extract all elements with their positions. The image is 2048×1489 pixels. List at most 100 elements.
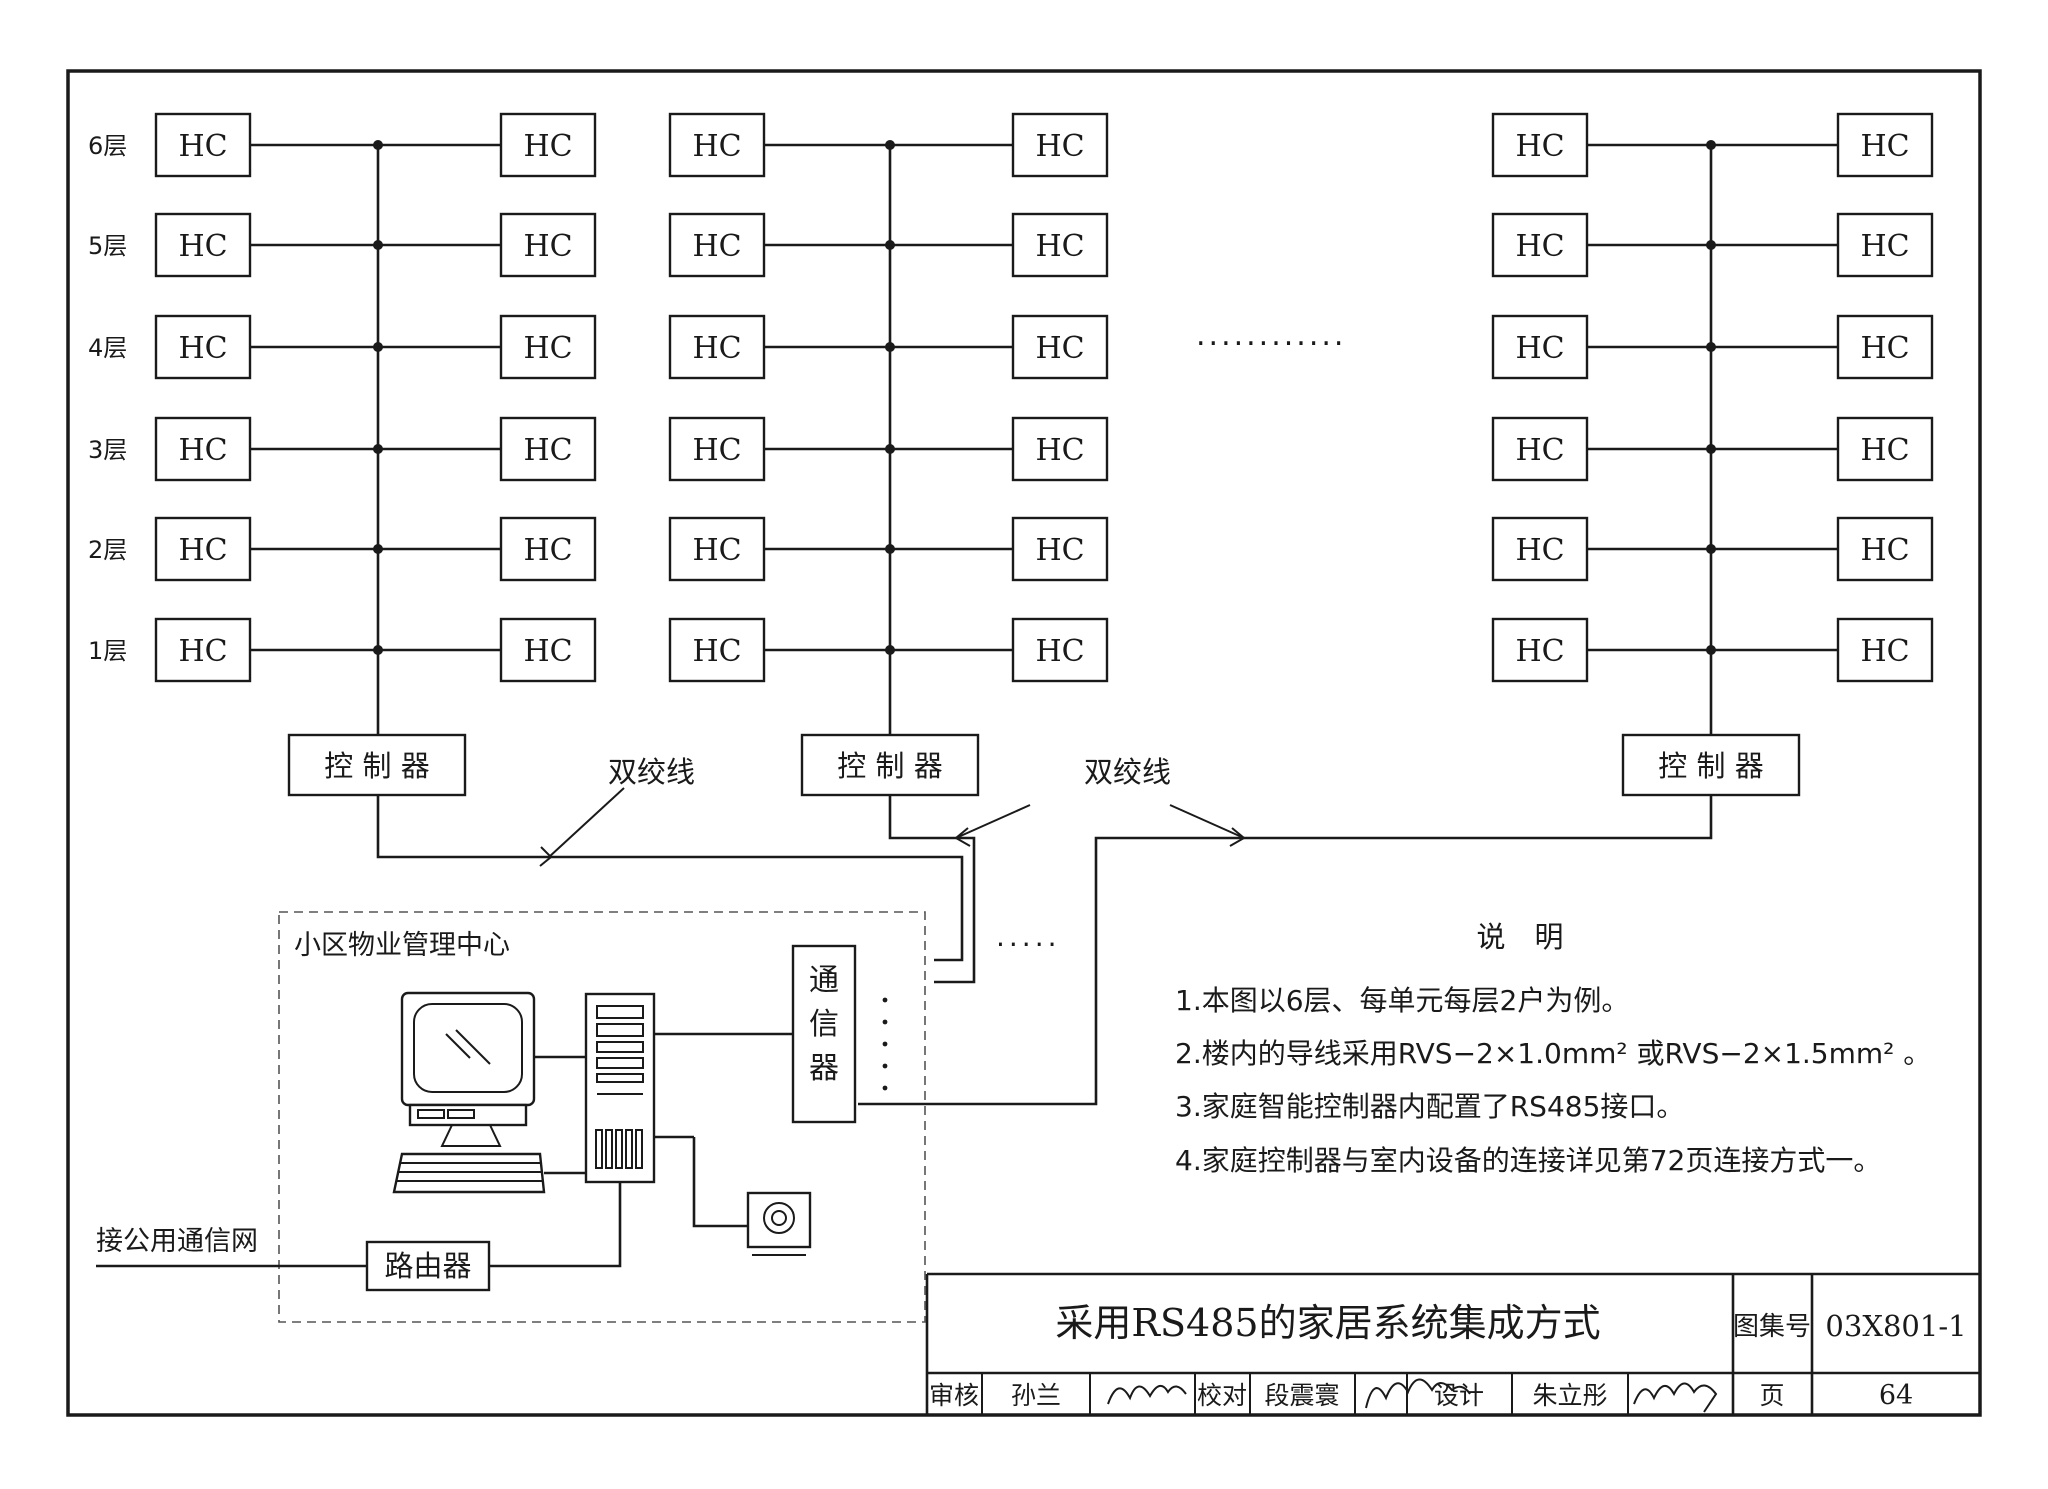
home-controller-label: HC [1515,634,1564,669]
units-ellipsis: ............ [1196,318,1346,353]
home-controller-label: HC [1035,331,1084,366]
home-controller-label: HC [178,533,227,568]
more-units-ellipsis: ..... [996,920,1061,953]
controller-box [1621,733,1801,797]
home-controller-label: HC [523,533,572,568]
floor-label: 2层 [88,536,127,564]
home-controller-box [154,416,252,482]
home-controller-box [1011,212,1109,278]
home-controller-label: HC [1515,533,1564,568]
notes: 说 明 1.本图以6层、每单元每层2户为例。 2.楼内的导线采用RVS−2×1.… [1175,920,1931,1177]
floor-label: 4层 [88,334,127,362]
home-controller-box [1491,314,1589,380]
home-controller-label: HC [1515,129,1564,164]
controller-label: 控 制 器 [1658,749,1763,783]
junction-dot [373,544,383,554]
home-controller-label: HC [178,129,227,164]
home-controller-box [668,314,766,380]
home-controller-box [154,617,252,683]
home-controller-label: HC [1860,331,1909,366]
home-controller-box [154,112,252,178]
title-block: 采用RS485的家居系统集成方式 图集号 03X801-1 审核 孙兰 校对 段… [925,1272,1980,1415]
controller-box [800,733,980,797]
home-controller-box [1011,112,1109,178]
drawing-title: 采用RS485的家居系统集成方式 [1055,1301,1600,1345]
home-controller-label: HC [1515,433,1564,468]
home-controller-label: HC [523,634,572,669]
checker-signature [1365,1378,1471,1409]
home-controller-label: HC [523,433,572,468]
home-controller-label: HC [523,129,572,164]
twisted-pair-arrow-2 [954,827,971,847]
controller-label: 控 制 器 [837,749,942,783]
twisted-pair-label-1: 双绞线 [608,755,695,789]
home-controller-box [499,416,597,482]
home-controller-box [668,617,766,683]
home-controller-box [1491,112,1589,178]
notes-heading: 说 明 [1476,920,1563,954]
communicator-port-dots [882,997,888,1091]
note-4: 4.家庭控制器与室内设备的连接详见第72页连接方式一。 [1175,1144,1881,1177]
computer-tower-icon [584,992,656,1184]
atlas-no: 03X801-1 [1825,1309,1966,1343]
twisted-pair-leader-3 [1169,804,1245,839]
review-label: 审核 [929,1381,979,1410]
twisted-pair-arrow-1 [539,846,553,867]
home-controller-box [1836,617,1934,683]
home-controller-label: HC [1035,634,1084,669]
junction-dot [1706,240,1716,250]
home-controller-box [668,516,766,582]
home-controller-label: HC [1860,634,1909,669]
home-controller-label: HC [692,129,741,164]
home-controller-label: HC [1515,229,1564,264]
junction-dot [1706,544,1716,554]
junction-dot [885,342,895,352]
junction-dot [1706,342,1716,352]
atlas-no-label: 图集号 [1733,1312,1811,1342]
wire-tower-router [489,1182,622,1268]
home-controller-box [499,112,597,178]
junction-dot [1706,645,1716,655]
twisted-pair-leader-2 [955,804,1031,839]
drawing-frame [66,69,1982,1417]
home-controller-label: HC [1035,229,1084,264]
home-controller-box [154,516,252,582]
designer: 朱立彤 [1532,1381,1607,1410]
home-controller-box [1491,416,1589,482]
router-label: 路由器 [384,1249,471,1283]
home-controller-box [1836,416,1934,482]
building-units: HC HC HC HC HC HC HC HC HC HC HC HC 控 制 器 HC HC HC HC HC H… [154,112,1934,797]
checker: 段震寰 [1264,1381,1339,1410]
home-controller-box [499,617,597,683]
home-controller-box [1011,314,1109,380]
home-controller-label: HC [692,634,741,669]
router: 路由器 [365,1240,491,1292]
design-label: 设计 [1434,1381,1484,1410]
home-controller-label: HC [692,433,741,468]
home-controller-box [499,212,597,278]
home-controller-box [499,516,597,582]
page-label: 页 [1759,1381,1784,1410]
controller-box [287,733,467,797]
home-controller-label: HC [1860,433,1909,468]
note-3: 3.家庭智能控制器内配置了RS485接口。 [1175,1090,1684,1123]
home-controller-label: HC [178,229,227,264]
monitor-icon [400,991,536,1147]
home-controller-label: HC [1860,533,1909,568]
bus-line-unit-1 [376,795,964,962]
junction-dot [885,140,895,150]
reviewer-signature [1107,1385,1187,1405]
junction-dot [1706,444,1716,454]
home-controller-box [1011,516,1109,582]
home-controller-label: HC [1035,129,1084,164]
home-controller-box [1836,516,1934,582]
wire-tower-speaker [692,1137,748,1228]
note-2: 2.楼内的导线采用RVS−2×1.0mm² 或RVS−2×1.5mm² 。 [1175,1037,1931,1070]
center-wiring [96,1032,793,1268]
junction-dot [373,444,383,454]
